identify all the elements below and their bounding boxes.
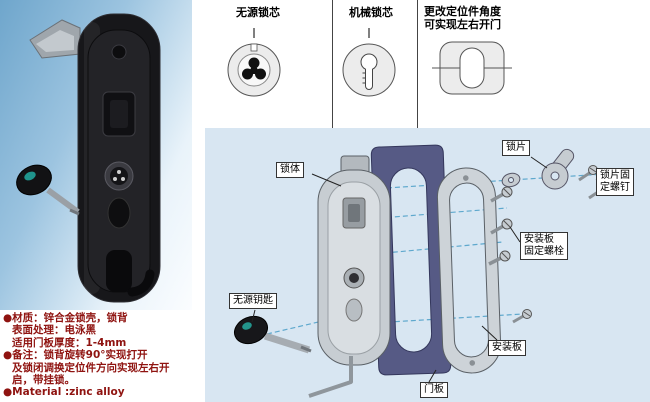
panel-positioning: 更改定位件角度 可实现左右开门 — [417, 0, 650, 128]
panel-passive-core-label: 无源锁芯 — [236, 6, 280, 19]
lock-piece-part — [501, 148, 575, 190]
spec-line: 适用门板厚度：1-4mm — [12, 336, 127, 349]
spec-notes: ●材质：锌合金锁壳，锁背 表面处理：电泳黑 适用门板厚度：1-4mm ●备注：锁… — [3, 312, 203, 399]
callout-lock-body: 锁体 — [276, 162, 304, 178]
spec-line: 启，带挂锁。 — [12, 374, 75, 387]
panel-passive-core: 无源锁芯 — [192, 0, 332, 128]
passive-key-part — [234, 315, 312, 354]
spec-line: ●材质：锌合金锁壳，锁背 — [3, 312, 128, 324]
lock-photo-illustration — [16, 13, 161, 303]
mechanical-core-icon — [342, 28, 396, 97]
callout-passive-key: 无源钥匙 — [229, 293, 277, 309]
mounting-bolts-part — [488, 186, 532, 324]
spec-line: ●备注：锁背旋转90°实现打开 — [3, 349, 148, 362]
panel-mechanical-core: 机械锁芯 — [332, 0, 417, 128]
mounting-bracket — [29, 19, 81, 59]
lock-body-part — [308, 155, 391, 398]
callout-mount-bolt: 安装板 固定螺栓 — [520, 232, 568, 260]
panel-mechanical-core-label: 机械锁芯 — [349, 6, 393, 19]
lock-body-photo — [77, 13, 161, 303]
exploded-view: 锁体 锁片 锁片固 定螺钉 安装板 固定螺栓 无源钥匙 安装板 门板 — [205, 128, 650, 402]
feature-strip: 无源锁芯 机械锁芯 更改定位 — [192, 0, 650, 128]
passive-core-icon — [227, 28, 281, 97]
positioning-icon — [432, 41, 512, 95]
callout-lock-piece-screw: 锁片固 定螺钉 — [596, 168, 634, 196]
door-panel-part — [370, 144, 452, 376]
key-photo — [16, 164, 80, 216]
callout-mount-plate: 安装板 — [488, 340, 526, 356]
spec-line: 表面处理：电泳黑 — [12, 324, 96, 337]
spec-line: ●Material :zinc alloy — [3, 386, 125, 399]
spec-line: 及锁闭调换定位件方向实现左右开 — [12, 361, 170, 374]
exploded-view-drawing — [234, 144, 608, 398]
panel-positioning-label: 更改定位件角度 可实现左右开门 — [424, 5, 501, 31]
product-photo — [0, 0, 192, 310]
callout-door-panel: 门板 — [420, 382, 448, 398]
callout-lock-piece: 锁片 — [502, 140, 530, 156]
